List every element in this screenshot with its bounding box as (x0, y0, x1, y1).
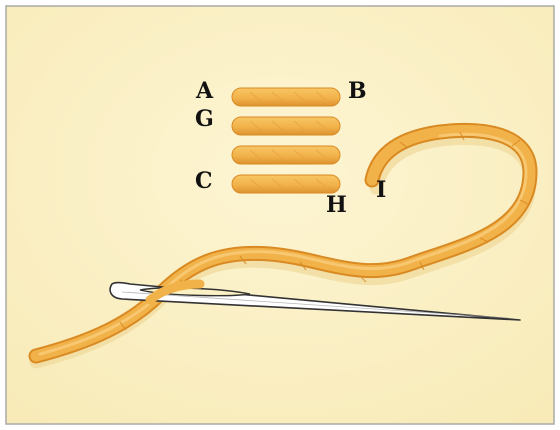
label-c: C (195, 168, 213, 194)
stitch-1 (232, 88, 340, 106)
label-i: I (376, 177, 386, 203)
stitch-4 (232, 175, 340, 193)
label-b: B (348, 78, 367, 104)
label-h: H (326, 192, 347, 218)
diagram-background (6, 6, 554, 424)
label-g: G (195, 106, 214, 132)
label-a: A (195, 78, 214, 104)
stitch-3 (232, 146, 340, 164)
stitch-2 (232, 117, 340, 135)
